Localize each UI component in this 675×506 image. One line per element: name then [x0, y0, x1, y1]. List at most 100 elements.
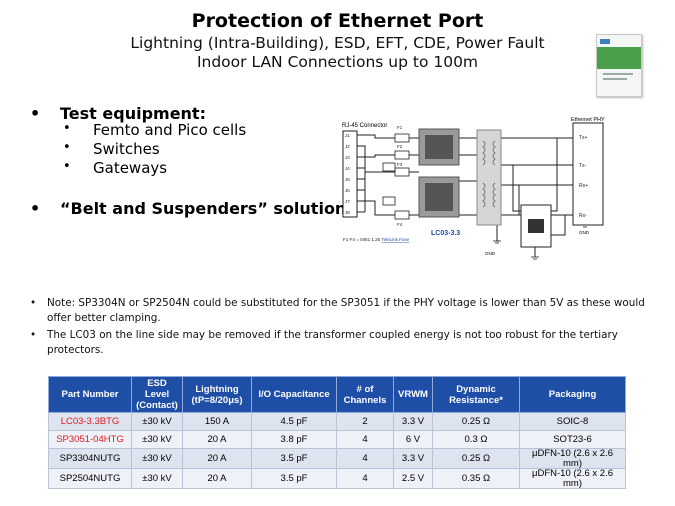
subtitle-threats: Lightning (Intra-Building), ESD, EFT, CD…	[130, 34, 545, 52]
signal-label: Tx-	[579, 163, 587, 169]
table-header-row: Part Number ESD Level (Contact) Lightnin…	[48, 376, 626, 413]
column-header: Part Number	[48, 376, 132, 413]
table-cell: 20 A	[182, 430, 252, 449]
ground-label: GND	[485, 251, 496, 256]
fuse-f2	[394, 150, 410, 160]
table-cell: SOT23-6	[519, 430, 626, 449]
wire	[551, 138, 558, 212]
table-row: SP2504NUTG ±30 kV 20 A 3.5 pF 4 2.5 V 0.…	[48, 468, 626, 489]
pin-label: J2	[345, 144, 350, 149]
column-header: VRWM	[393, 376, 433, 413]
table-cell: 0.25 Ω	[432, 448, 520, 469]
rj45-connector	[342, 130, 358, 218]
fuse-f3	[394, 167, 410, 177]
note-text: The LC03 on the line side may be removed…	[47, 329, 618, 356]
wire	[496, 223, 499, 242]
table-cell: 20 A	[182, 448, 252, 469]
bullet-dot: •	[30, 329, 37, 341]
table-cell: 4.5 pF	[251, 412, 337, 431]
column-header: Packaging	[519, 376, 626, 413]
document-thumbnail	[596, 34, 642, 97]
wire	[551, 215, 566, 236]
pin-label: J5	[345, 177, 350, 182]
signal-label: Rx-	[579, 213, 587, 219]
bullet-dot: •	[63, 159, 71, 174]
thumbnail-line	[603, 78, 627, 80]
bullet-dot: •	[30, 199, 41, 218]
table-row: LC03-3.3BTG ±30 kV 150 A 4.5 pF 2 3.3 V …	[48, 412, 626, 431]
table-cell: 3.5 pF	[251, 448, 337, 469]
phy-label: Ethernet PHY	[571, 117, 605, 123]
signal-label: Rx+	[579, 183, 588, 189]
table-cell: 4	[336, 468, 394, 489]
column-header: ESD Level (Contact)	[131, 376, 183, 413]
table-row: SP3051-04HTG ±30 kV 20 A 3.8 pF 4 6 V 0.…	[48, 430, 626, 449]
parts-table: Part Number ESD Level (Contact) Lightnin…	[48, 376, 626, 489]
column-header: # of Channels	[336, 376, 394, 413]
tertiary-protector	[382, 196, 396, 206]
thumbnail-banner	[597, 47, 641, 69]
table-cell: ±30 kV	[131, 412, 183, 431]
bullet-dot: •	[30, 104, 41, 123]
column-header: Lightning (tP=8/20μs)	[182, 376, 252, 413]
part-number-cell: SP2504NUTG	[48, 468, 132, 489]
transformer-coil	[482, 140, 486, 166]
sub-bullet-label: Switches	[93, 140, 160, 158]
pin-label: J3	[345, 155, 350, 160]
ethernet-phy	[572, 122, 604, 226]
fuse-note-prefix: F1-F4 = 0461 1.25	[343, 237, 381, 242]
fuse-note: F1-F4 = 0461 1.25 TeleLink Fuse	[343, 237, 410, 242]
transformer-coil	[482, 182, 486, 208]
table-cell: SOIC-8	[519, 412, 626, 431]
bullet-dot: •	[30, 297, 37, 309]
table-cell: 3.8 pF	[251, 430, 337, 449]
wire	[357, 154, 395, 158]
fuse-label: F4	[397, 222, 403, 227]
table-cell: 4	[336, 430, 394, 449]
pin-label: J7	[345, 199, 350, 204]
transformer	[476, 129, 502, 226]
table-cell: 3.5 pF	[251, 468, 337, 489]
tertiary-protector	[382, 162, 396, 172]
telelink-fuse-link[interactable]: TeleLink Fuse	[381, 237, 409, 242]
thumbnail-logo	[600, 39, 610, 44]
table-cell: 2.5 V	[393, 468, 433, 489]
bullet-label: “Belt and Suspenders” solution	[60, 199, 347, 218]
part-number-cell: SP3304NUTG	[48, 448, 132, 469]
subtitle-connections: Indoor LAN Connections up to 100m	[196, 53, 479, 71]
circuit-diagram: RJ-45 Connector J1 J2 J3 J4 J5 J6 J7 J8	[342, 117, 605, 260]
table-cell: 0.25 Ω	[432, 412, 520, 431]
fuse-label: F2	[397, 144, 403, 149]
table-cell: 6 V	[393, 430, 433, 449]
table-cell: 4	[336, 448, 394, 469]
sub-bullet-label: Gateways	[93, 159, 168, 177]
transformer-coil	[492, 140, 496, 166]
part-number-cell: LC03-3.3BTG	[48, 412, 132, 431]
table-cell: μDFN-10 (2.6 x 2.6 mm)	[519, 448, 626, 469]
table-cell: 150 A	[182, 412, 252, 431]
table-cell: 2	[336, 412, 394, 431]
table-cell: 0.35 Ω	[432, 468, 520, 489]
fuse-label: F1	[397, 125, 403, 130]
table-row: SP3304NUTG ±30 kV 20 A 3.5 pF 4 3.3 V 0.…	[48, 448, 626, 469]
table-cell: ±30 kV	[131, 468, 183, 489]
lc03-chip-core	[425, 183, 453, 211]
bullet-dot: •	[63, 121, 71, 136]
pin-label: J1	[345, 133, 350, 138]
pin-label: J8	[345, 210, 350, 215]
lc03-chip-core	[425, 135, 453, 159]
bullet-label: Test equipment:	[60, 104, 206, 123]
fuse-f4	[394, 210, 410, 220]
column-header: I/O Capacitance	[251, 376, 337, 413]
sp3051-chip-core	[528, 219, 544, 233]
connector-label: RJ-45 Connector	[342, 123, 387, 129]
sub-bullet-label: Femto and Pico cells	[93, 121, 247, 139]
table-cell: 20 A	[182, 468, 252, 489]
wire	[357, 145, 395, 173]
wire	[512, 165, 521, 212]
thumbnail-line	[603, 73, 633, 75]
ground-label: GND	[579, 230, 590, 235]
note-text: Note: SP3304N or SP2504N could be substi…	[47, 297, 645, 324]
table-cell: 0.3 Ω	[432, 430, 520, 449]
wire	[357, 200, 395, 216]
